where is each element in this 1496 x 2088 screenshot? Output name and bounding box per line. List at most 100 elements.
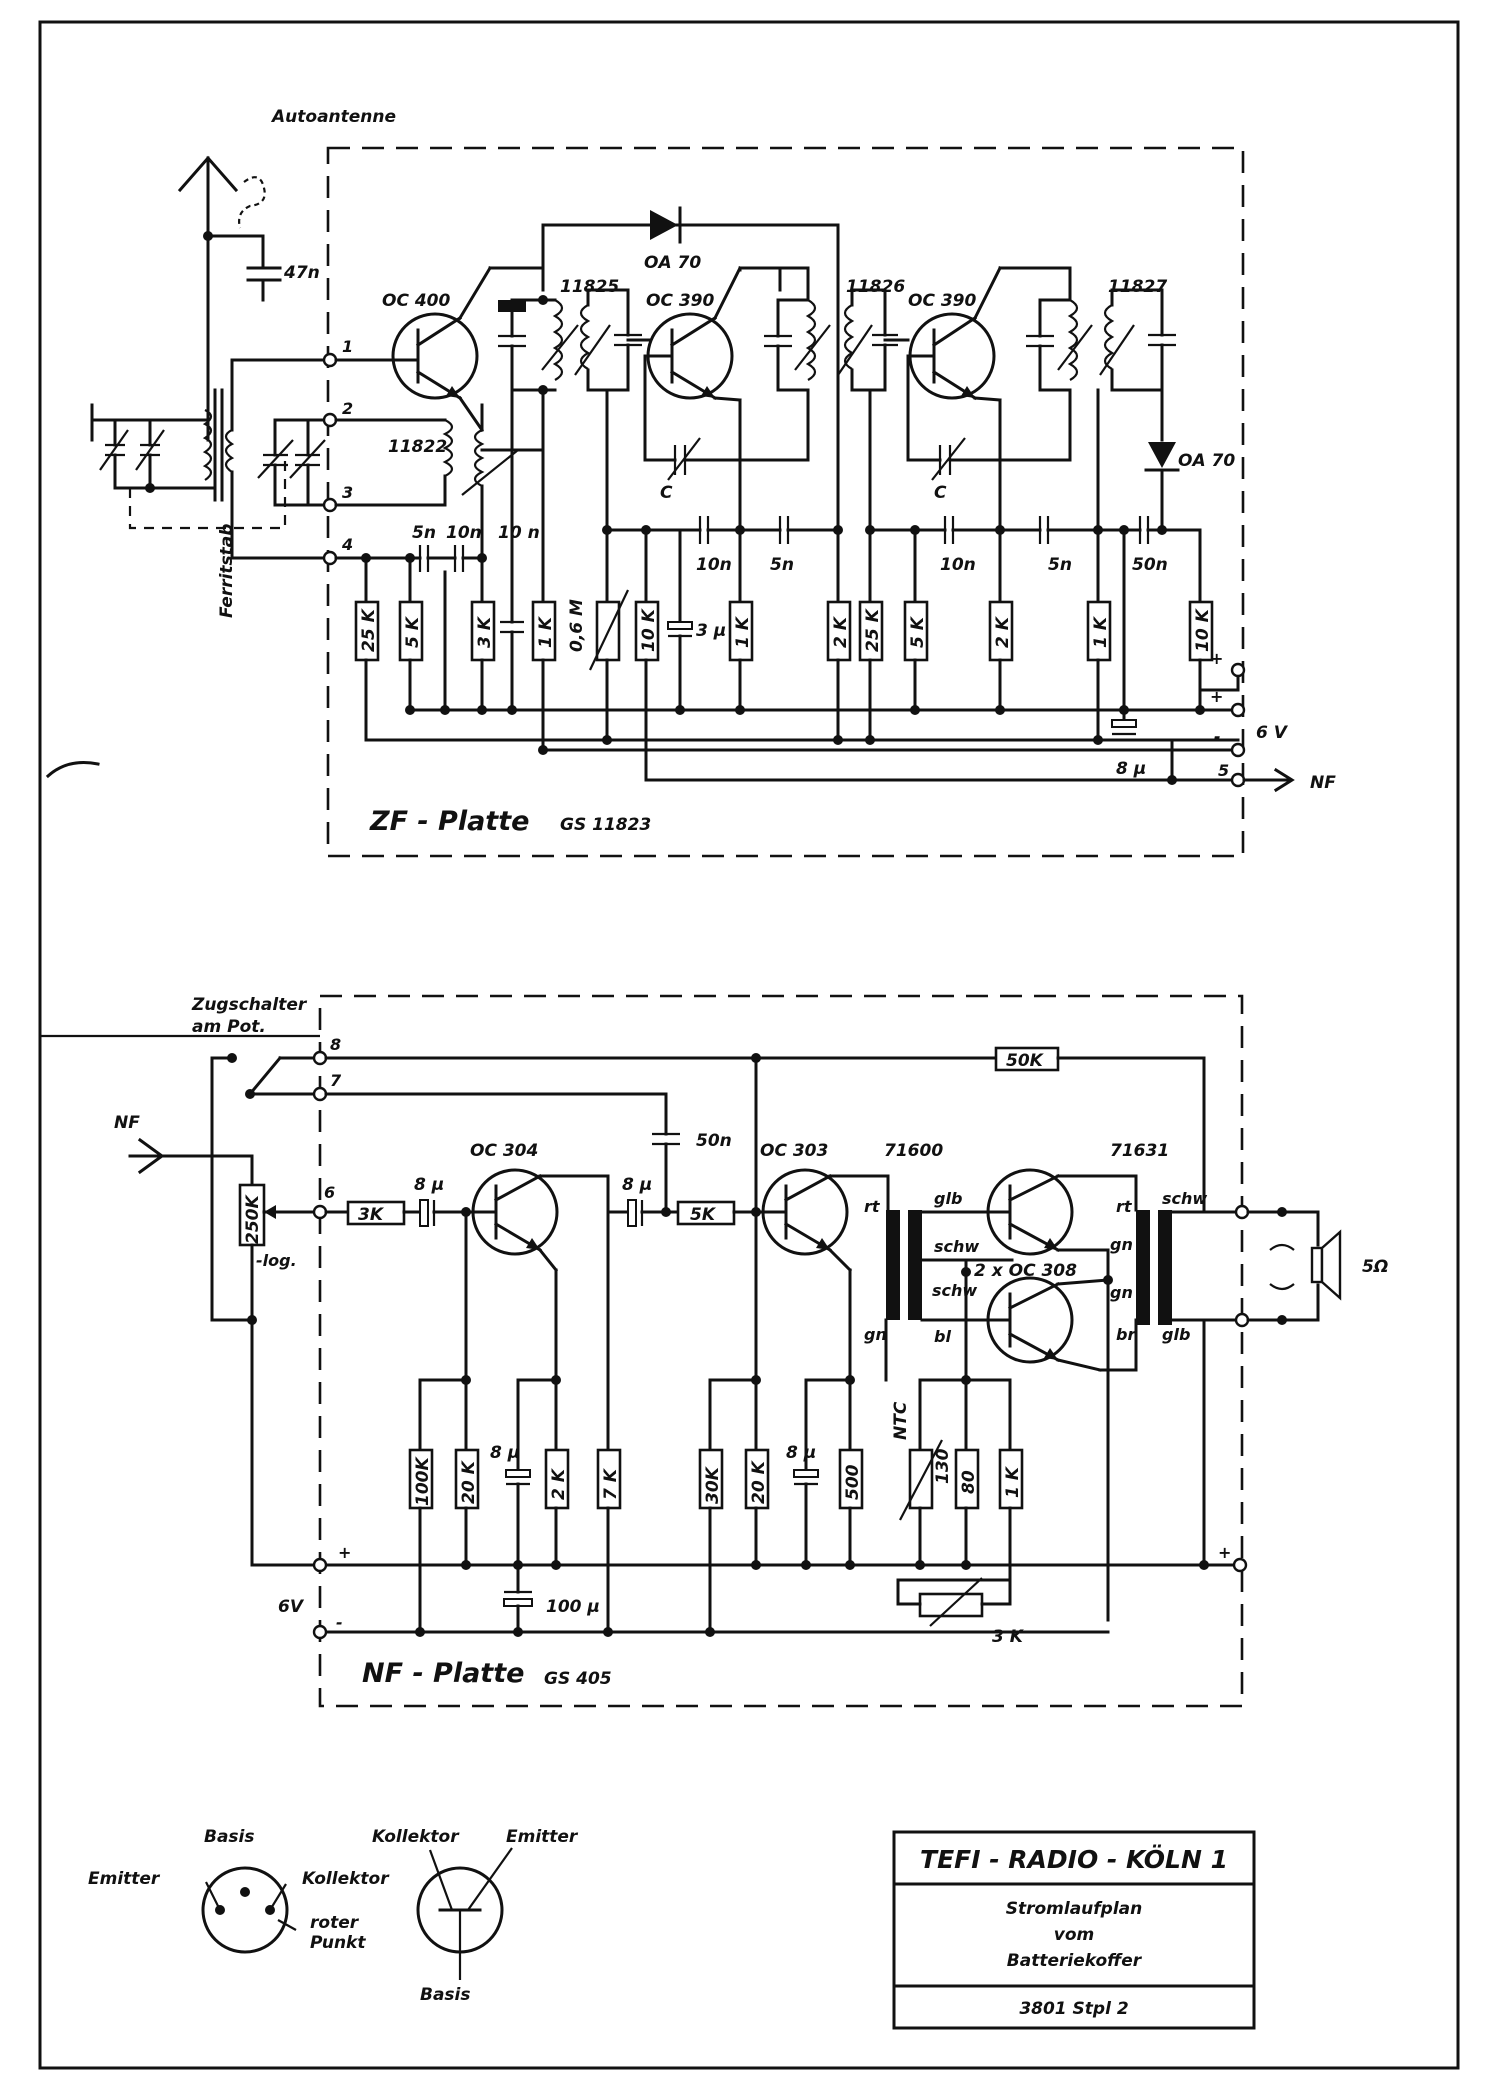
title-line-3: Batteriekoffer bbox=[1007, 1951, 1143, 1971]
r-1k-label: 1 K bbox=[1003, 1465, 1023, 1498]
diode-oa70-top bbox=[541, 206, 682, 244]
terminal-4-label: 4 bbox=[341, 535, 353, 554]
if3-label: 11827 bbox=[1108, 277, 1167, 297]
plus-right-label: + bbox=[1218, 1543, 1231, 1562]
plus-2-label: + bbox=[1210, 687, 1223, 706]
pot-06m-label: 0,6 M bbox=[567, 599, 587, 652]
r-80-label: 80 bbox=[959, 1470, 979, 1494]
pin-emitter-right: Emitter bbox=[506, 1827, 579, 1847]
ferrite-label: Ferritstab bbox=[217, 524, 237, 618]
c-50n-label: 50n bbox=[696, 1131, 732, 1151]
tpair-label: 2 x OC 308 bbox=[974, 1261, 1077, 1281]
tr2-label: 71631 bbox=[1110, 1141, 1169, 1161]
feedback-line bbox=[324, 1046, 1206, 1214]
input-network bbox=[324, 1199, 490, 1227]
nf-rails bbox=[250, 1557, 1248, 1640]
r-3k-label: 3 K bbox=[475, 615, 495, 648]
c-100u-label: 100 μ bbox=[546, 1597, 600, 1617]
pot-250k-label: 250K bbox=[243, 1194, 263, 1244]
wire-rt-1: rt bbox=[864, 1197, 881, 1216]
r-10k-a-label: 10 K bbox=[639, 607, 659, 652]
r-1k-c-label: 1 K bbox=[1091, 615, 1111, 648]
pull-switch bbox=[210, 1050, 328, 1322]
antenna-symbol bbox=[177, 155, 282, 442]
pen-mark bbox=[45, 761, 100, 779]
minus-left-label: - bbox=[336, 1613, 343, 1632]
pin-emitter-left: Emitter bbox=[88, 1869, 161, 1889]
r-1k-a-label: 1 K bbox=[536, 615, 556, 648]
c-8u-label: 8 μ bbox=[1116, 759, 1146, 779]
if-filter-11825 bbox=[480, 223, 840, 532]
ferrite-antenna bbox=[90, 358, 332, 560]
c-8u-2-label: 8 μ bbox=[622, 1175, 652, 1195]
minus-label: - bbox=[1214, 727, 1221, 746]
pot-log-label: -log. bbox=[256, 1251, 297, 1270]
pin-collector-left: Kollektor bbox=[302, 1869, 390, 1889]
switch-label-1: Zugschalter bbox=[191, 995, 308, 1015]
nf-supply-label: 6V bbox=[278, 1597, 305, 1617]
transistor-oc303 bbox=[761, 1168, 890, 1382]
coupling-network bbox=[324, 1092, 778, 1227]
terminal-1-label: 1 bbox=[342, 337, 353, 356]
diode1-label: OA 70 bbox=[644, 253, 701, 273]
r-2k-a-label: 2 K bbox=[831, 615, 851, 648]
tr1-label: 71600 bbox=[884, 1141, 943, 1161]
r-20k-b-label: 20 K bbox=[749, 1459, 769, 1504]
r-5k-label: 5 K bbox=[403, 615, 423, 648]
transistor-oc400 bbox=[334, 265, 493, 433]
oc390-1-label: OC 390 bbox=[646, 291, 715, 311]
terminal-2-label: 2 bbox=[342, 399, 353, 418]
terminal-3-label: 3 bbox=[342, 483, 353, 502]
supply-6v-label: 6 V bbox=[1256, 723, 1289, 743]
volume-pot bbox=[128, 1137, 328, 1567]
c-10n-a-label: 10n bbox=[446, 523, 482, 543]
wire-gl-2: glb bbox=[1162, 1325, 1190, 1344]
c-5n-b-label: 5n bbox=[770, 555, 794, 575]
wire-schw-2: schw bbox=[932, 1281, 977, 1300]
oc303-label: OC 303 bbox=[760, 1141, 828, 1161]
drawing-number: 3801 Stpl 2 bbox=[1019, 1999, 1128, 2019]
if-filter-11827 bbox=[998, 266, 1176, 532]
car-antenna-label: Autoantenne bbox=[270, 107, 396, 127]
nf-in-label: NF bbox=[114, 1113, 140, 1133]
zf-board: Autoantenne 47n bbox=[90, 107, 1336, 858]
title-line-2: vom bbox=[1054, 1925, 1094, 1945]
nf-board-title: NF - Platte bbox=[362, 1658, 524, 1689]
r-500-label: 500 bbox=[843, 1464, 863, 1500]
nf-out-label: NF bbox=[1310, 773, 1336, 793]
r-130-label: 130 bbox=[933, 1448, 953, 1484]
nf-resistors bbox=[408, 1210, 1024, 1634]
diode2-label: OA 70 bbox=[1178, 451, 1235, 471]
terminal-7-label: 7 bbox=[330, 1071, 342, 1090]
neutralization-cap-2 bbox=[906, 354, 1072, 481]
r-7k-label: 7 K bbox=[601, 1467, 621, 1500]
zf-board-code: GS 11823 bbox=[560, 815, 651, 835]
c-5n-c-label: 5n bbox=[1048, 555, 1072, 575]
wire-br: br bbox=[1116, 1325, 1136, 1344]
zf-board-title: ZF - Platte bbox=[369, 806, 529, 837]
pin-collector-right: Kollektor bbox=[372, 1827, 460, 1847]
c-5n-label: 5n bbox=[412, 523, 436, 543]
speaker-label: 5Ω bbox=[1362, 1257, 1388, 1277]
oc390-2-label: OC 390 bbox=[908, 291, 977, 311]
title-line-1: Stromlaufplan bbox=[1006, 1899, 1143, 1919]
transistor-oc390-1 bbox=[646, 265, 743, 532]
zf-resistors bbox=[354, 388, 1214, 782]
if1-label: 11825 bbox=[560, 277, 619, 297]
tuning-gang bbox=[257, 418, 332, 507]
r-100k-label: 100K bbox=[413, 1456, 433, 1506]
terminal-6-label: 6 bbox=[324, 1183, 335, 1202]
osc-coil-11822 bbox=[334, 403, 519, 562]
cn2-label: C bbox=[934, 483, 947, 503]
r-2k-label: 2 K bbox=[549, 1467, 569, 1500]
if2-label: 11826 bbox=[846, 277, 905, 297]
wire-schw-1: schw bbox=[934, 1237, 979, 1256]
terminal-8-label: 8 bbox=[330, 1035, 341, 1054]
wire-rt-2: rt bbox=[1116, 1197, 1133, 1216]
r-5k-b-label: 5 K bbox=[908, 615, 928, 648]
r-20k-a-label: 20 K bbox=[459, 1459, 479, 1504]
neutralization-cap-1 bbox=[643, 354, 810, 481]
wire-gn-1: gn bbox=[864, 1325, 887, 1344]
plus-left-label: + bbox=[338, 1543, 351, 1562]
